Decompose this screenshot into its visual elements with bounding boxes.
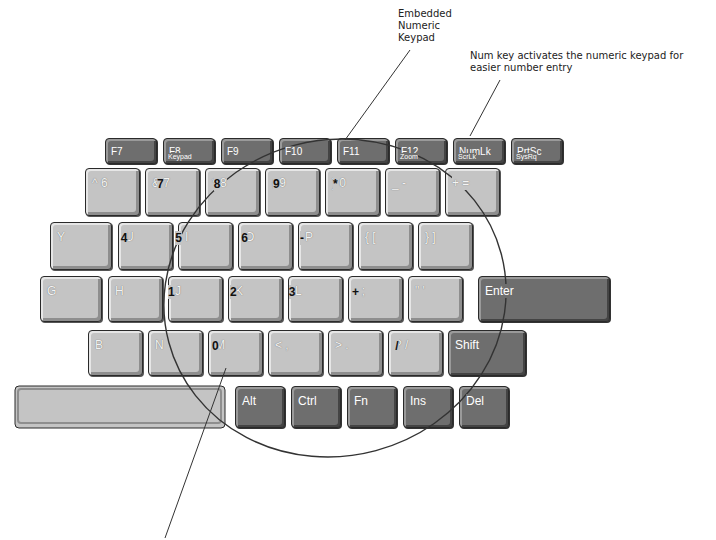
- keyboard-key: Fn: [347, 386, 397, 428]
- keyboard-key: & 77: [145, 168, 200, 216]
- keyboard-key: ^ 6: [85, 168, 140, 216]
- keyboard-key: Enter: [478, 276, 610, 322]
- keyboard-key: + =: [445, 168, 500, 216]
- keyboard-key: Ctrl: [291, 386, 341, 428]
- keyboard-key: F10: [279, 138, 331, 164]
- keypad-legend: 9: [273, 177, 280, 191]
- key-legend: J: [175, 284, 181, 298]
- keypad-legend: +: [352, 285, 359, 299]
- keyboard-key: M0: [208, 330, 263, 376]
- keypad-legend: Zoom: [400, 153, 418, 160]
- key-legend: Ins: [410, 394, 426, 408]
- key-legend: ^ 6: [92, 176, 108, 190]
- keypad-legend: 5: [175, 231, 182, 245]
- leader-line: [165, 368, 226, 538]
- keyboard-key: ) 0*: [325, 168, 380, 216]
- key-legend: > .: [335, 338, 349, 352]
- key-legend: Y: [57, 230, 65, 244]
- key-legend: Alt: [242, 394, 256, 408]
- keyboard-key: Del: [459, 386, 509, 428]
- keyboard-key: K2: [228, 276, 283, 322]
- keyboard-key: > .: [328, 330, 383, 376]
- keyboard-key: N: [148, 330, 203, 376]
- keypad-ellipse: [128, 101, 542, 495]
- keypad-legend: 8: [214, 177, 221, 191]
- keyboard-key: P-: [298, 222, 353, 270]
- keypad-legend: Keypad: [168, 153, 192, 160]
- keyboard-key: * 88: [205, 168, 260, 216]
- key-legend: N: [155, 338, 164, 352]
- keyboard-key: ( 99: [265, 168, 320, 216]
- keyboard-key: Y: [50, 222, 112, 270]
- keyboard-key: F7: [105, 138, 157, 164]
- keyboard-key: O6: [238, 222, 293, 270]
- keypad-legend: *: [333, 177, 338, 191]
- key-legend: I: [185, 230, 188, 244]
- keyboard-key: ? //: [388, 330, 443, 376]
- key-legend: F11: [343, 146, 360, 157]
- callout-label: Embedded Numeric Keypad: [398, 8, 476, 44]
- keyboard-key: F9: [221, 138, 273, 164]
- keyboard-key: Ins: [403, 386, 453, 428]
- key-legend: { [: [365, 230, 376, 244]
- key-legend: Shift: [455, 338, 479, 352]
- key-legend: Ctrl: [298, 394, 317, 408]
- key-legend: H: [115, 284, 124, 298]
- keyboard-key: } ]: [418, 222, 473, 270]
- keyboard-key: : ;+: [348, 276, 403, 322]
- key-legend: B: [95, 338, 103, 352]
- keyboard-key: H: [108, 276, 163, 322]
- keypad-legend: 3: [289, 285, 296, 299]
- keyboard-key: F12Zoom: [395, 138, 447, 164]
- keypad-legend: 7: [157, 177, 164, 191]
- keyboard-key: G: [40, 276, 102, 322]
- keyboard-key: { [: [358, 222, 413, 270]
- keypad-legend: 2: [230, 285, 237, 299]
- keyboard-key: PrtScSysRq: [511, 138, 563, 164]
- keyboard-key: U4: [118, 222, 173, 270]
- key-legend: + =: [452, 176, 469, 190]
- callout-label: Num key activates the numeric keypad for…: [470, 50, 685, 74]
- keypad-legend: 6: [241, 231, 248, 245]
- key-legend: F7: [111, 146, 123, 157]
- keyboard-key: Shift: [448, 330, 526, 376]
- key-legend: P: [305, 230, 313, 244]
- keyboard-key: L3: [288, 276, 343, 322]
- key-legend: L: [295, 284, 302, 298]
- key-legend: Enter: [485, 284, 514, 298]
- keyboard-key: F11: [337, 138, 389, 164]
- key-legend: F10: [285, 146, 302, 157]
- keyboard-key: Alt: [235, 386, 285, 428]
- key-legend: Fn: [354, 394, 368, 408]
- space-bar: [15, 386, 225, 428]
- keyboard-key: B: [88, 330, 143, 376]
- keypad-legend: 4: [121, 231, 128, 245]
- key-legend: } ]: [425, 230, 436, 244]
- keypad-legend: ScrLk: [458, 153, 476, 160]
- keypad-legend: SysRq: [516, 153, 537, 160]
- key-legend: Del: [466, 394, 484, 408]
- leader-line: [470, 80, 500, 136]
- space-bar-bevel: [18, 389, 221, 423]
- keyboard-key: NumLkScrLk: [453, 138, 505, 164]
- key-legend: " ': [415, 284, 425, 298]
- keyboard-key: < ,: [268, 330, 323, 376]
- keyboard-key: J1: [168, 276, 223, 322]
- keyboard-key: _ -: [385, 168, 440, 216]
- key-legend: < ,: [275, 338, 289, 352]
- keyboard-key: " ': [408, 276, 463, 322]
- keyboard-key: F8Keypad: [163, 138, 215, 164]
- key-legend: _ -: [392, 176, 406, 190]
- keypad-legend: 1: [168, 285, 175, 299]
- keypad-legend: 0: [212, 339, 219, 353]
- leader-line: [345, 50, 410, 140]
- key-legend: G: [47, 284, 56, 298]
- keypad-legend: /: [395, 339, 398, 353]
- keypad-legend: -: [300, 231, 304, 245]
- key-legend: F9: [227, 146, 239, 157]
- keyboard-key: I5: [178, 222, 233, 270]
